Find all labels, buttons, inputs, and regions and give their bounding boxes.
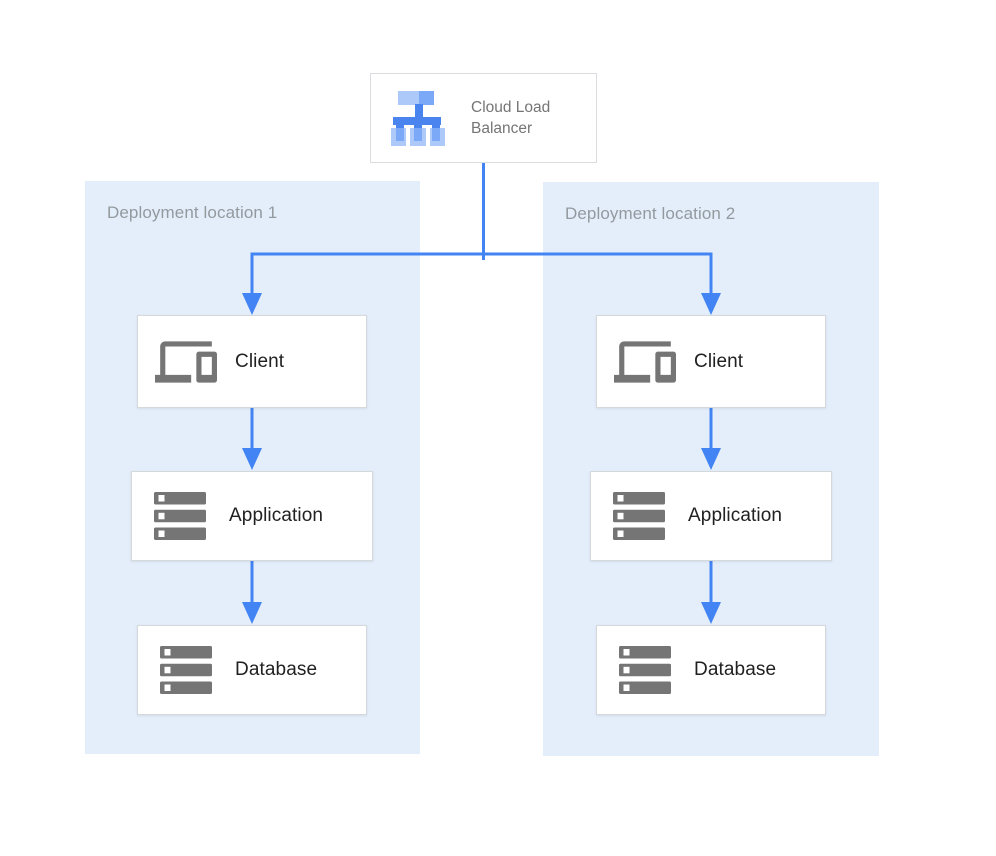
client-node-location-1: Client	[137, 315, 367, 408]
application-label: Application	[688, 505, 783, 526]
server-stack-icon	[613, 646, 677, 694]
application-node-location-1: Application	[131, 471, 373, 561]
database-node-location-2: Database	[596, 625, 826, 715]
client-label: Client	[694, 350, 744, 372]
deployment-location-1-label: Deployment location 1	[107, 203, 278, 222]
deployment-location-2-label: Deployment location 2	[565, 204, 736, 223]
load-balancer-node: Cloud Load Balancer	[370, 73, 597, 163]
load-balancer-icon	[390, 90, 446, 146]
application-label: Application	[229, 505, 324, 526]
database-node-location-1: Database	[137, 625, 367, 715]
server-stack-icon	[607, 492, 671, 540]
server-stack-icon	[154, 646, 218, 694]
devices-icon	[613, 341, 677, 383]
client-node-location-2: Client	[596, 315, 826, 408]
application-node-location-2: Application	[590, 471, 832, 561]
database-label: Database	[694, 659, 777, 680]
server-stack-icon	[148, 492, 212, 540]
load-balancer-label: Cloud Load Balancer	[471, 99, 551, 137]
devices-icon	[154, 341, 218, 383]
client-label: Client	[235, 350, 285, 372]
database-label: Database	[235, 659, 318, 680]
